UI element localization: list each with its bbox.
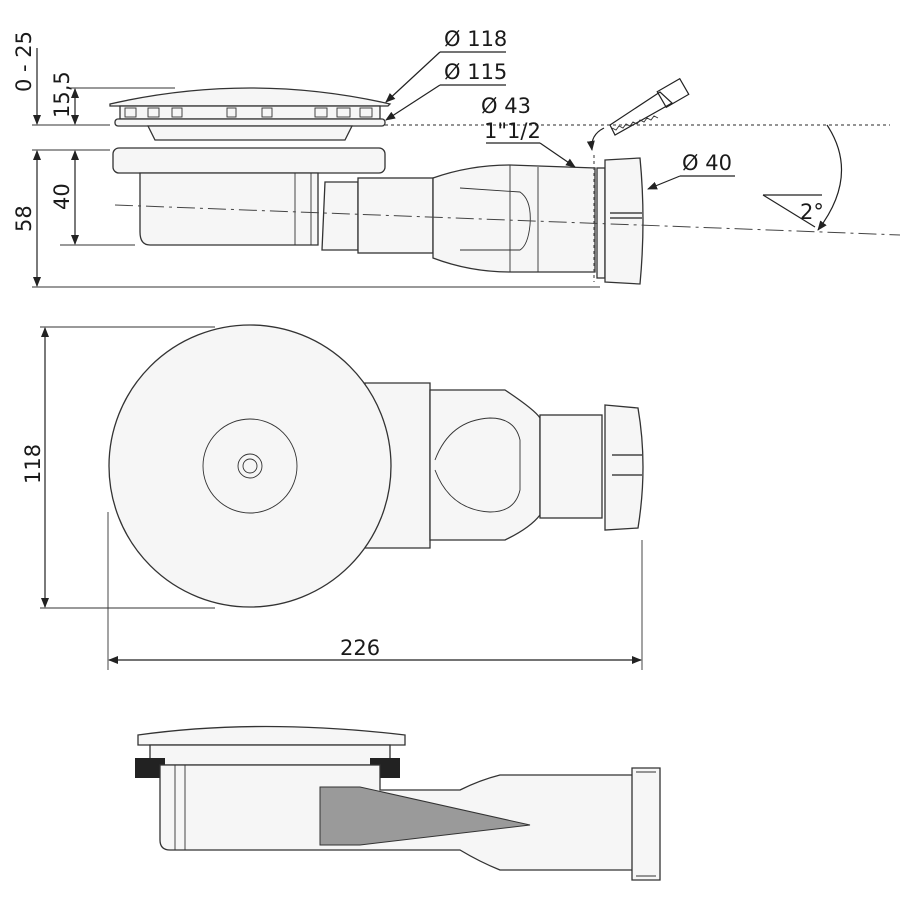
water-trap-cone bbox=[319, 786, 531, 846]
slope-angle-indicator: 2° bbox=[762, 124, 843, 231]
gasket-left bbox=[135, 758, 165, 778]
dim-width: 118 bbox=[21, 444, 45, 484]
saw-icon bbox=[586, 77, 690, 151]
drain-plan-illustration bbox=[108, 324, 644, 608]
outlet-centerline bbox=[114, 204, 900, 236]
dim-nut-diameter: Ø 40 bbox=[682, 151, 732, 175]
dim-total-height: 58 bbox=[12, 205, 36, 232]
dim-outlet-diameter: Ø 43 bbox=[481, 94, 531, 118]
dim-ring-diameter: Ø 115 bbox=[444, 60, 507, 84]
dim-body-height: 40 bbox=[50, 183, 74, 210]
dim-cap-height: 15,5 bbox=[50, 71, 74, 118]
plan-view: 118 226 bbox=[21, 324, 644, 670]
section-view bbox=[135, 725, 661, 881]
dim-outlet-thread: 1"1/2 bbox=[484, 119, 541, 143]
side-view: 0 - 25 15,5 40 58 bbox=[12, 27, 900, 288]
dim-cap-diameter: Ø 118 bbox=[444, 27, 507, 51]
drain-side-illustration bbox=[109, 87, 644, 285]
dim-length: 226 bbox=[340, 636, 380, 660]
dim-height-adjust: 0 - 25 bbox=[12, 31, 36, 92]
dim-slope-angle: 2° bbox=[800, 200, 824, 224]
